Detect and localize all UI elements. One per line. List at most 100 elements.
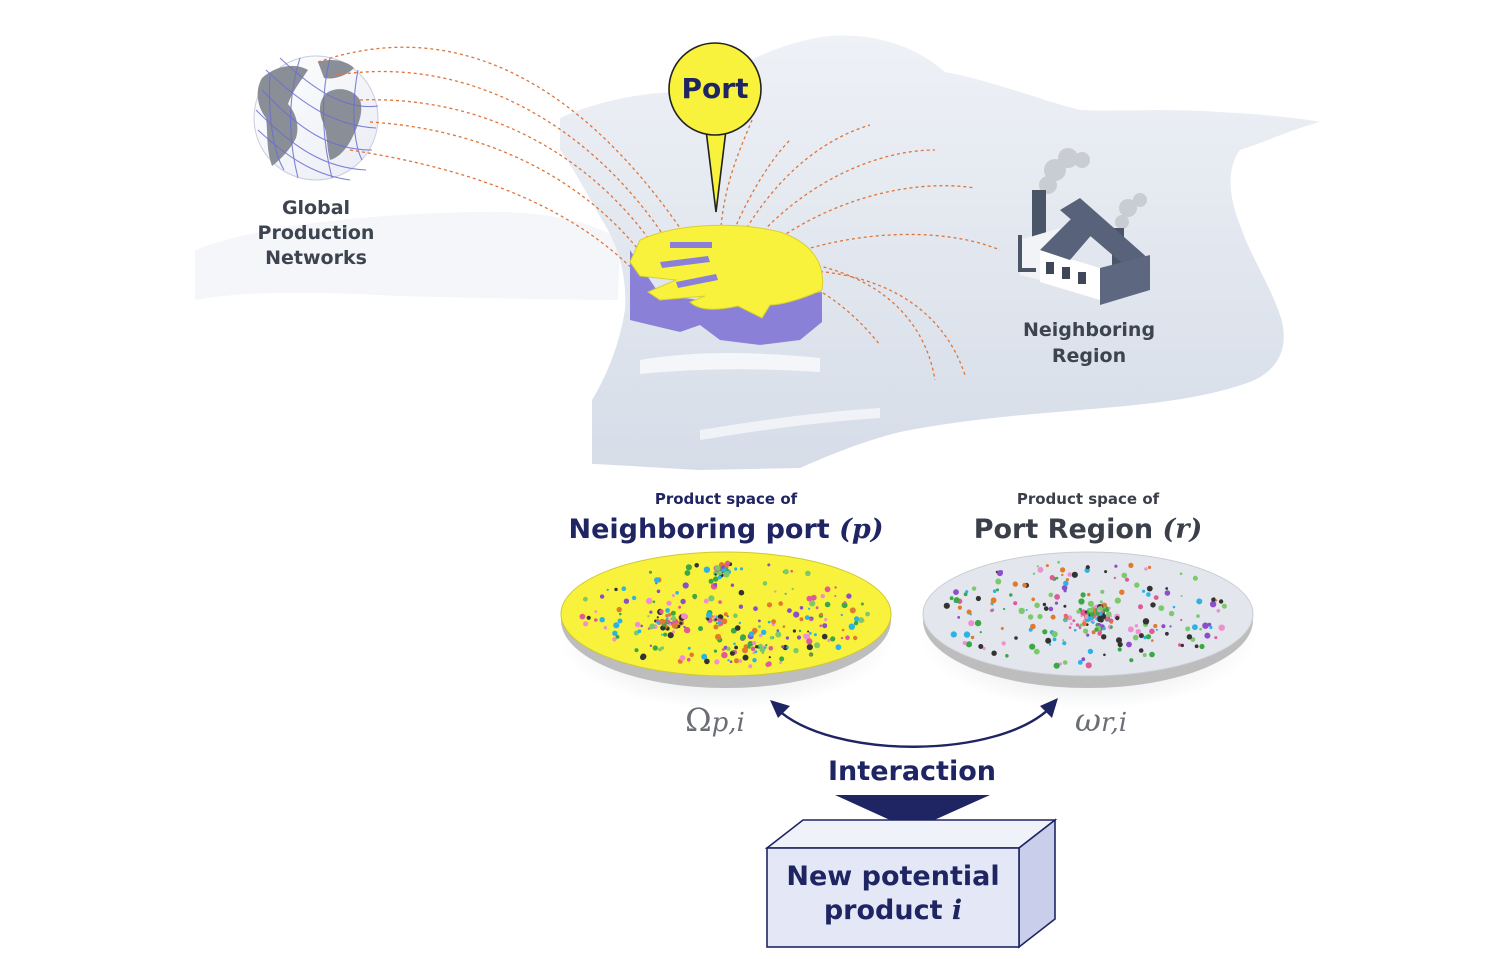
omega-p-label: Ωp,i [660, 700, 770, 743]
arc-arrowhead-right [1040, 698, 1058, 718]
network-node-dot [1214, 636, 1218, 640]
network-node-dot [1080, 615, 1083, 618]
network-node-dot [1168, 610, 1175, 617]
network-node-dot [738, 659, 742, 663]
network-node-dot [1116, 637, 1122, 644]
network-node-dot [614, 587, 618, 592]
network-node-dot [715, 622, 719, 625]
network-node-dot [824, 601, 831, 608]
network-node-dot [683, 625, 686, 629]
factory-icon [1018, 148, 1150, 305]
network-node-dot [718, 600, 722, 604]
network-node-dot [612, 630, 618, 636]
network-node-dot [1105, 617, 1110, 621]
network-node-dot [768, 656, 771, 659]
network-node-dot [659, 618, 666, 625]
network-node-dot [1088, 607, 1094, 613]
network-node-dot [666, 600, 672, 606]
neighboring-port-disk [558, 551, 894, 710]
network-node-dot [791, 587, 794, 591]
network-node-dot [1054, 594, 1060, 600]
network-node-dot [953, 589, 959, 595]
network-node-dot [995, 578, 1002, 585]
network-node-dot [824, 586, 831, 593]
global-label-line1: Global [281, 197, 351, 219]
network-node-dot [1180, 595, 1183, 597]
network-node-dot [729, 660, 733, 664]
network-node-dot [1029, 643, 1036, 650]
port-island-top [629, 224, 824, 319]
network-node-dot [758, 643, 763, 648]
network-node-dot [679, 621, 683, 625]
network-node-dot [774, 590, 777, 593]
network-node-dot [803, 633, 809, 639]
global-routes [317, 46, 701, 283]
network-node-dot [652, 600, 656, 604]
network-node-dot [1102, 627, 1106, 631]
network-node-dot [950, 631, 957, 638]
network-node-dot [738, 589, 745, 596]
network-node-dot [621, 586, 627, 591]
port-region-title-text: Port Region [973, 514, 1154, 545]
network-node-dot [721, 565, 725, 569]
network-node-dot [583, 596, 588, 602]
network-node-dot [1144, 567, 1148, 571]
network-node-dot [1186, 634, 1193, 640]
network-node-dot [747, 641, 754, 647]
network-node-dot [943, 602, 950, 609]
network-node-dot [786, 646, 789, 649]
network-node-dot [740, 634, 747, 641]
network-node-dot [717, 575, 722, 580]
network-node-dot [793, 647, 799, 654]
network-node-dot [730, 583, 735, 587]
network-node-dot [991, 603, 994, 606]
network-node-dot [858, 617, 865, 624]
network-node-dot [1091, 606, 1095, 609]
network-node-dot [965, 641, 973, 648]
network-node-dot [1097, 609, 1101, 613]
network-node-dot [845, 635, 850, 640]
network-node-dot [1108, 606, 1111, 610]
network-node-dot [1207, 622, 1212, 627]
network-node-dot [990, 597, 997, 604]
network-node-dot [814, 642, 821, 649]
network-node-dot [1218, 624, 1225, 631]
network-node-dot [603, 626, 607, 630]
network-node-dot [1022, 582, 1027, 588]
port-region-disk [920, 551, 1256, 710]
network-node-dot [1158, 605, 1165, 611]
network-node-dot [758, 633, 763, 638]
network-node-dot [721, 568, 727, 573]
network-node-dot [670, 610, 676, 616]
network-node-dot [761, 651, 765, 654]
network-node-dot [594, 610, 598, 613]
network-node-dot [775, 631, 782, 638]
port-region-caption: Product space of [1016, 490, 1160, 508]
network-node-dot [1135, 629, 1142, 635]
network-node-dot [1083, 628, 1089, 634]
network-node-dot [752, 658, 757, 663]
globe-grid-lines [255, 57, 379, 181]
network-node-dot [1031, 597, 1035, 602]
network-node-dot [1126, 641, 1132, 648]
network-node-dot [742, 654, 749, 661]
network-node-dot [1070, 622, 1073, 626]
network-node-dot [734, 625, 741, 631]
network-node-dot [1085, 565, 1090, 570]
network-node-dot [758, 619, 761, 623]
network-node-dot [1067, 572, 1072, 577]
network-node-dot [1034, 602, 1040, 609]
network-node-dot [805, 570, 811, 577]
network-node-dot [785, 636, 790, 640]
network-node-dot [1057, 560, 1060, 564]
network-node-dot [798, 629, 802, 633]
network-node-dot [1054, 601, 1059, 605]
network-node-dot [799, 617, 804, 622]
network-node-dot [663, 632, 668, 637]
network-node-dot [1149, 628, 1155, 635]
network-node-dot [721, 648, 725, 651]
factory-windows [1046, 262, 1086, 284]
new-product-label: New potential product i [767, 860, 1019, 928]
network-node-dot [1165, 587, 1169, 590]
network-node-dot [1145, 634, 1152, 640]
